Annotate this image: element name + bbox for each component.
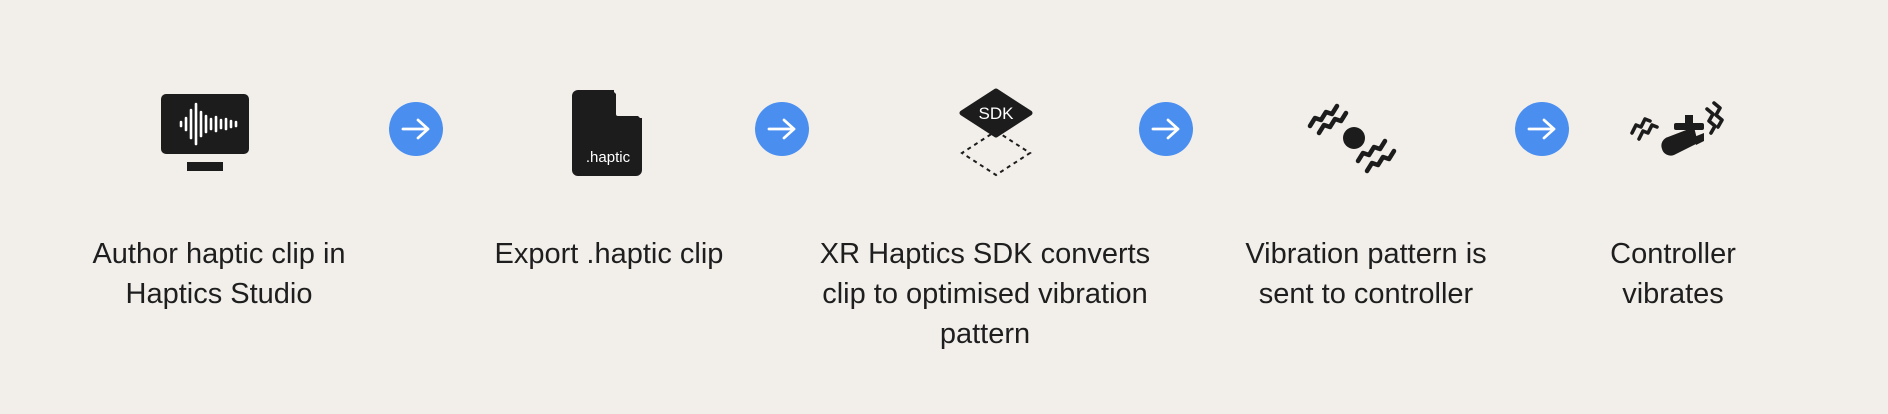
step-3-icon: SDK (958, 80, 1034, 185)
arrow-right-icon (401, 118, 430, 140)
haptic-file-icon: .haptic (572, 89, 642, 176)
vibrating-controller-icon (1630, 100, 1724, 156)
step-4-icon (1305, 80, 1401, 185)
arrow-right-icon (767, 118, 796, 140)
connector-arrow-2 (755, 102, 809, 156)
step-3-label: XR Haptics SDK converts clip to optimise… (819, 238, 1151, 350)
connector-arrow-1 (389, 102, 443, 156)
connector-arrow-4 (1515, 102, 1569, 156)
sdk-badge-text: SDK (979, 104, 1015, 123)
step-1-label: Author haptic clip in Haptics Studio (92, 238, 346, 310)
sdk-diamond-icon: SDK (959, 88, 1033, 176)
step-4-label: Vibration pattern is sent to controller (1245, 238, 1487, 310)
step-2-label: Export .haptic clip (494, 238, 724, 270)
step-5-label: Controller vibrates (1610, 238, 1736, 310)
step-2-icon: .haptic (572, 80, 644, 185)
connector-arrow-3 (1139, 102, 1193, 156)
arrow-right-icon (1527, 118, 1556, 140)
file-badge-text: .haptic (586, 149, 631, 166)
step-5-icon (1628, 80, 1724, 185)
arrow-right-icon (1151, 118, 1180, 140)
step-1-icon (160, 80, 250, 185)
vibration-icon (1307, 103, 1397, 173)
monitor-waveform-icon (161, 93, 249, 171)
